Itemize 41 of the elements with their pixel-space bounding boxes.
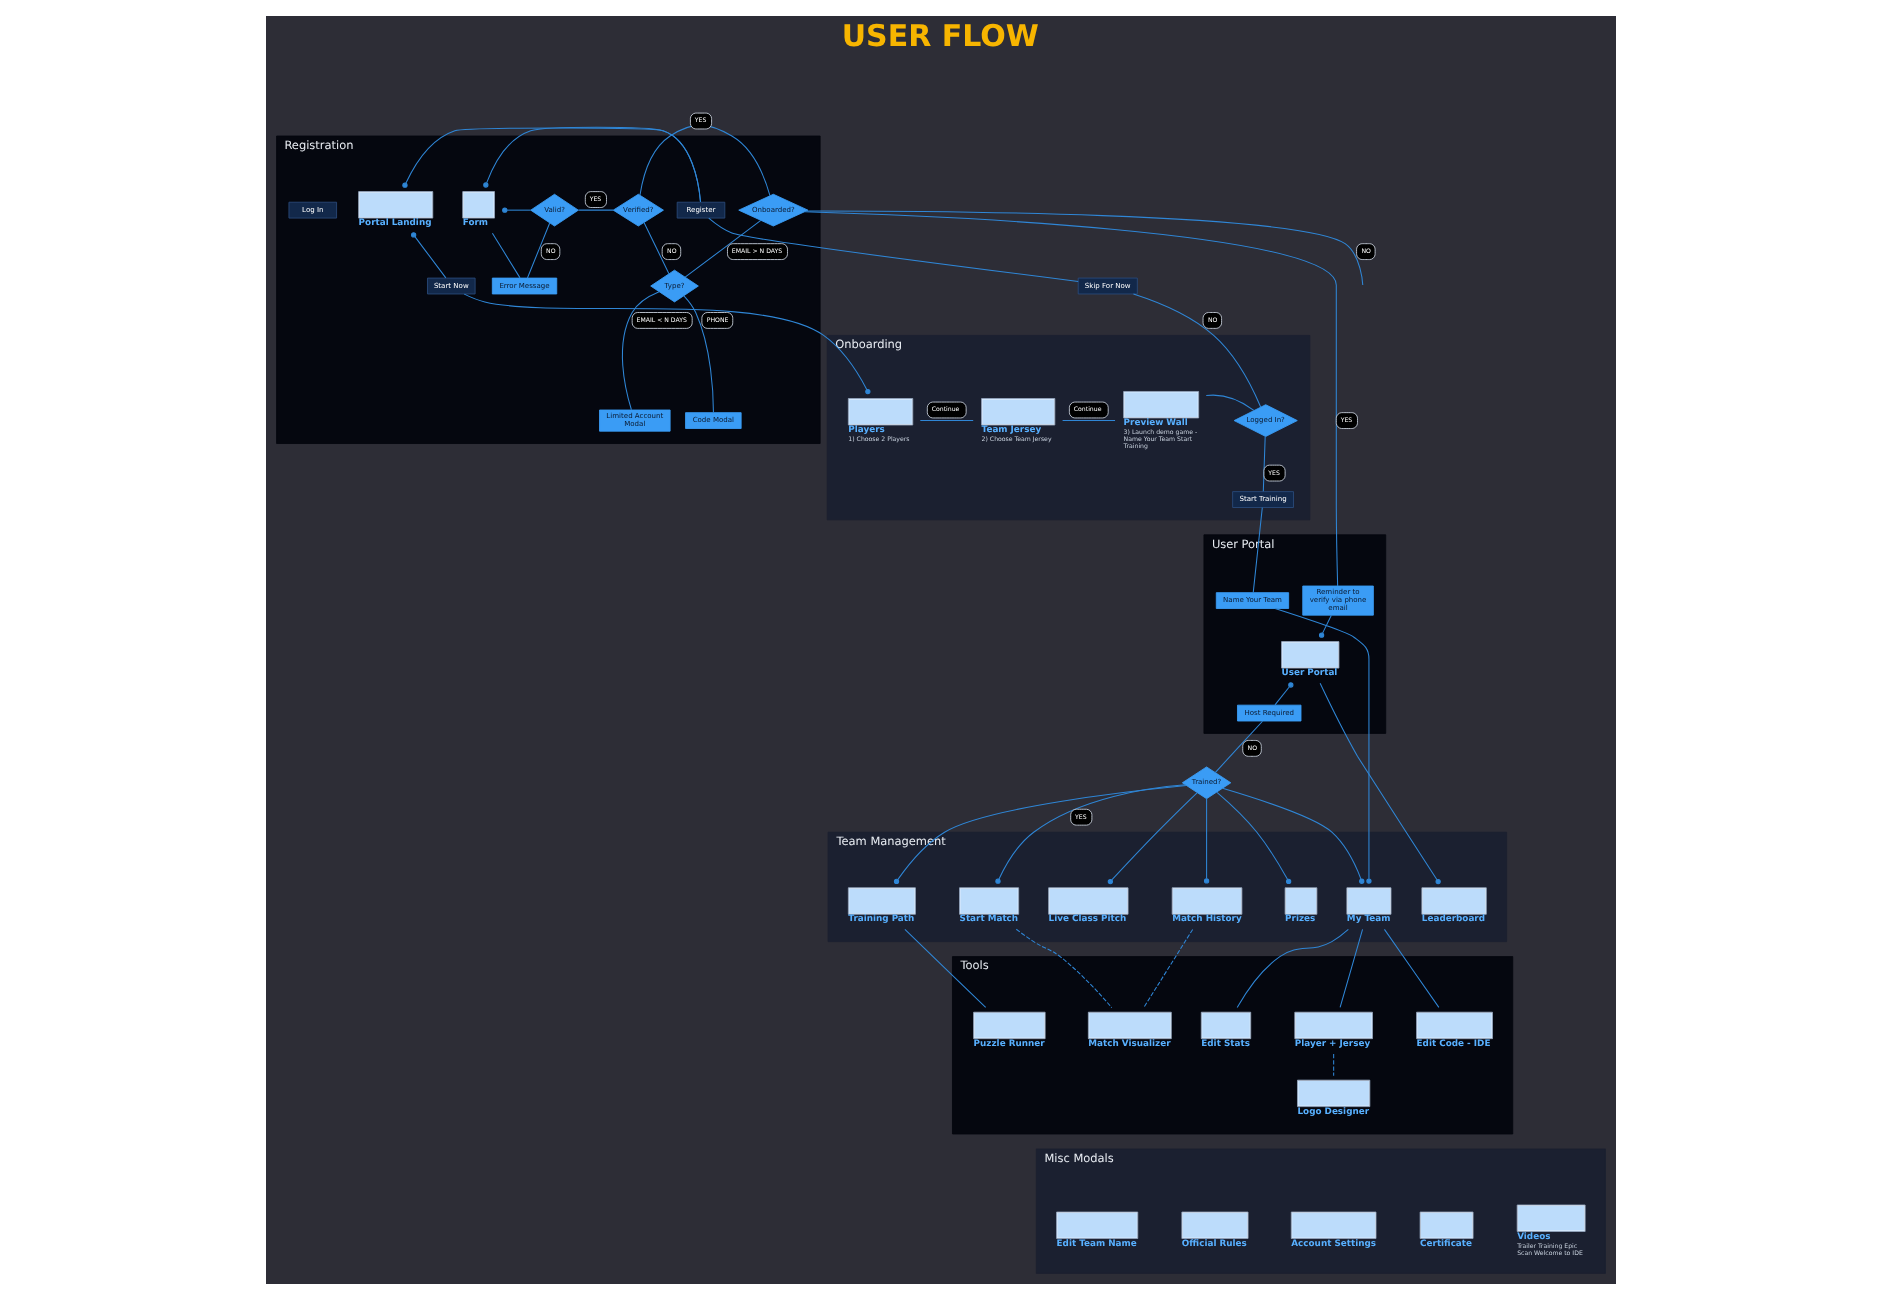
diagram-title: USER FLOW — [840, 18, 1038, 55]
connector — [682, 295, 713, 414]
connector — [1261, 435, 1265, 492]
connector — [1318, 682, 1440, 885]
connector — [707, 217, 1078, 282]
connector — [1215, 791, 1291, 885]
connector — [804, 210, 1363, 286]
connector — [577, 209, 613, 211]
connector — [1221, 787, 1364, 884]
connector — [994, 784, 1185, 884]
connector — [892, 785, 1186, 885]
connector — [1332, 1053, 1334, 1077]
connector — [1273, 682, 1293, 706]
connector — [638, 124, 770, 197]
connector — [401, 127, 701, 203]
connector — [1382, 928, 1439, 1008]
connector — [683, 219, 761, 278]
connector — [642, 222, 669, 275]
connector — [482, 126, 701, 203]
connector — [490, 232, 520, 279]
connector — [410, 232, 446, 279]
connector — [1273, 608, 1371, 884]
connector — [1213, 720, 1263, 774]
connector — [1014, 928, 1112, 1009]
connector — [1317, 614, 1331, 638]
connector — [903, 928, 986, 1008]
connector — [1202, 798, 1209, 884]
connector — [1061, 420, 1115, 422]
connector — [1106, 792, 1197, 885]
connector — [1235, 928, 1348, 1009]
connector — [1204, 394, 1254, 411]
connector — [802, 211, 1338, 587]
connector — [501, 207, 531, 213]
connector — [1131, 293, 1261, 408]
connector — [918, 420, 973, 422]
connector — [1251, 507, 1262, 594]
connector — [462, 293, 870, 395]
connector — [1338, 928, 1363, 1008]
connector — [1142, 928, 1193, 1008]
connector — [620, 291, 659, 411]
connector — [525, 222, 550, 279]
